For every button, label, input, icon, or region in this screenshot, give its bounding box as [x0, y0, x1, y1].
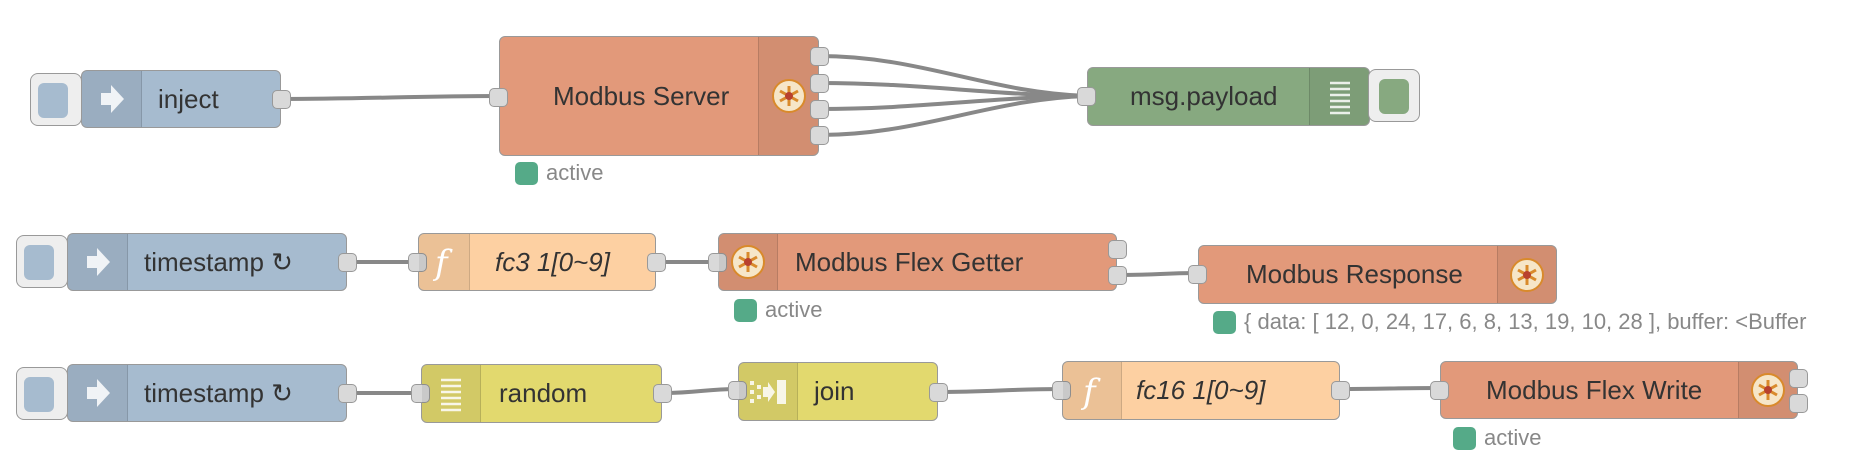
inject-trigger-button[interactable]: [30, 73, 82, 126]
function-icon: f: [1063, 362, 1122, 419]
input-port[interactable]: [489, 88, 508, 107]
output-port[interactable]: [338, 384, 357, 403]
wire-modbus-server-out2: [817, 81, 1089, 98]
wire-join-to-fc16: [936, 387, 1064, 394]
modbus-icon: [719, 234, 778, 290]
node-fc16[interactable]: f fc16 1[0~9]: [1052, 361, 1350, 420]
node-modbus-server[interactable]: Modbus Server: [489, 36, 829, 156]
node-label: Modbus Flex Getter: [795, 246, 1024, 277]
output-port[interactable]: [929, 383, 948, 402]
input-port[interactable]: [408, 253, 427, 272]
join-icon: [739, 363, 798, 420]
input-port[interactable]: [708, 253, 727, 272]
input-port[interactable]: [1430, 381, 1449, 400]
node-msg-payload[interactable]: msg.payload: [1077, 67, 1370, 126]
wire-flex-getter-to-response: [1115, 271, 1200, 277]
node-fc3[interactable]: f fc3 1[0~9]: [408, 233, 666, 291]
node-label: fc3 1[0~9]: [495, 246, 610, 277]
node-label: timestamp ↻: [144, 246, 293, 277]
output-port-4[interactable]: [810, 126, 829, 145]
node-modbus-flex-getter[interactable]: Modbus Flex Getter: [708, 233, 1127, 291]
input-port[interactable]: [1077, 87, 1096, 106]
node-inject[interactable]: inject: [81, 70, 291, 128]
svg-text:f: f: [432, 243, 453, 283]
timestamp-1-trigger-button[interactable]: [16, 235, 68, 288]
node-label: inject: [158, 83, 219, 114]
wire-fc16-to-flex-write: [1338, 386, 1442, 391]
list-icon: [422, 365, 481, 422]
status-flex-getter: active: [734, 297, 822, 323]
debug-toggle-button[interactable]: [1368, 69, 1420, 122]
status-text: { data: [ 12, 0, 24, 17, 6, 8, 13, 19, 1…: [1244, 309, 1807, 334]
node-label: timestamp ↻: [144, 377, 293, 408]
status-dot: [515, 161, 538, 185]
output-port-2[interactable]: [1789, 394, 1808, 413]
node-label: Modbus Server: [553, 80, 730, 111]
modbus-icon: [1738, 362, 1797, 418]
node-join[interactable]: join: [728, 362, 948, 421]
svg-text:f: f: [1080, 372, 1101, 412]
output-port[interactable]: [647, 253, 666, 272]
status-dot: [1453, 426, 1476, 450]
node-label: msg.payload: [1130, 81, 1278, 111]
node-modbus-response[interactable]: Modbus Response: [1188, 245, 1557, 304]
status-dot: [734, 298, 757, 322]
status-flex-write: active: [1453, 425, 1541, 451]
status-text: active: [546, 160, 604, 185]
wire-modbus-server-out4: [817, 94, 1089, 137]
wire-inject-to-modbus-server: [279, 94, 501, 101]
output-port-2[interactable]: [810, 74, 829, 93]
output-port[interactable]: [1331, 381, 1350, 400]
output-port[interactable]: [272, 90, 291, 109]
status-text: active: [765, 297, 823, 322]
modbus-icon: [758, 37, 818, 155]
node-timestamp-2[interactable]: timestamp ↻: [67, 364, 357, 422]
output-port-3[interactable]: [810, 100, 829, 119]
node-label: random: [499, 378, 588, 408]
input-port[interactable]: [1052, 381, 1071, 400]
output-port[interactable]: [653, 384, 672, 403]
node-label: Modbus Flex Write: [1486, 374, 1703, 405]
node-label: fc16 1[0~9]: [1136, 375, 1266, 405]
input-port[interactable]: [411, 384, 430, 403]
arrow-in-icon: [68, 365, 128, 421]
arrow-in-icon: [82, 71, 142, 127]
output-port[interactable]: [338, 253, 357, 272]
status-dot: [1213, 310, 1236, 334]
modbus-icon: [1497, 246, 1556, 303]
node-modbus-flex-write[interactable]: Modbus Flex Write: [1430, 361, 1808, 419]
output-port-2[interactable]: [1108, 266, 1127, 285]
status-text: active: [1484, 425, 1542, 450]
node-label: join: [814, 376, 855, 406]
wire-random-to-join: [660, 387, 740, 395]
timestamp-2-trigger-button[interactable]: [16, 367, 68, 420]
node-timestamp-1[interactable]: timestamp ↻: [67, 233, 357, 291]
output-port-1[interactable]: [810, 47, 829, 66]
arrow-in-icon: [68, 234, 128, 290]
node-random[interactable]: random: [411, 364, 672, 423]
function-icon: f: [419, 234, 470, 290]
list-icon: [1309, 68, 1369, 125]
input-port[interactable]: [1188, 265, 1207, 284]
node-label: Modbus Response: [1246, 259, 1463, 289]
status-modbus-server: active: [515, 160, 603, 186]
status-modbus-response: { data: [ 12, 0, 24, 17, 6, 8, 13, 19, 1…: [1213, 309, 1806, 335]
output-port-1[interactable]: [1108, 240, 1127, 259]
input-port[interactable]: [728, 381, 747, 400]
output-port-1[interactable]: [1789, 369, 1808, 388]
